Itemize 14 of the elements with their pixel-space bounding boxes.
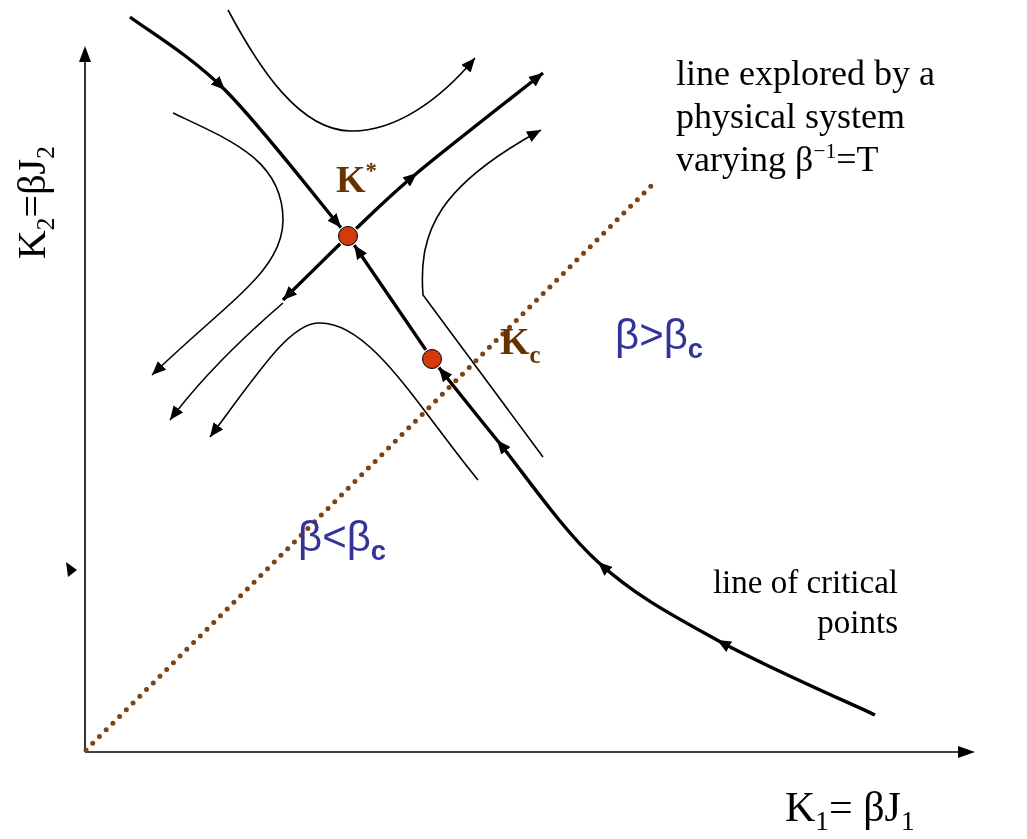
flow-arrow	[129, 15, 343, 229]
annotation-text: β>β$_{c}$	[615, 310, 704, 367]
point-label: K$^{*}$	[336, 160, 377, 198]
point-label: K$_{c}$	[500, 322, 541, 368]
flow-arrow	[352, 244, 428, 351]
flow-arrow	[437, 366, 876, 717]
flow-arrow	[281, 242, 342, 302]
annotation-text: β<β$_{c}$	[298, 512, 387, 569]
annotation-text: line explored by a physical system varying β$^{−1}$=T	[676, 52, 936, 182]
annotation-text: K$_{1}$= βJ$_{1}$	[785, 783, 915, 839]
annotation-text: line of critical points	[711, 563, 898, 642]
fixed-point-dot	[422, 349, 442, 369]
flow-arrow	[354, 71, 545, 230]
fixed-point-dot	[338, 226, 358, 246]
